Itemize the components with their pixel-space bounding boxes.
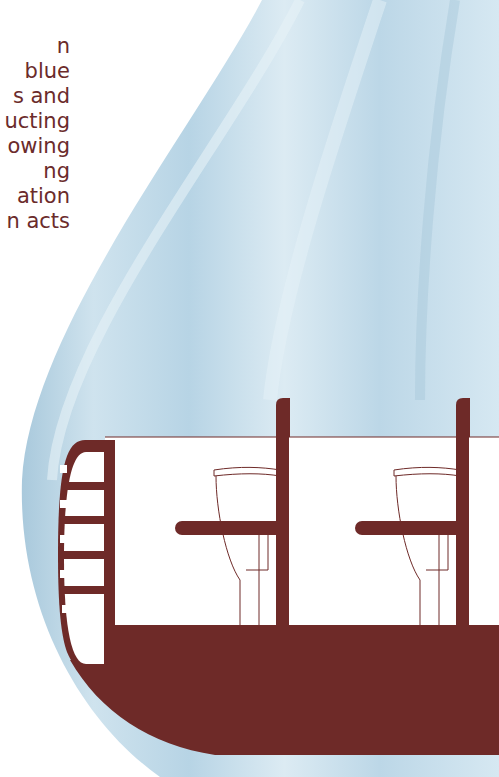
text-fragment: n: [0, 34, 70, 59]
side-wall: [58, 440, 115, 668]
sheen: [52, 0, 300, 480]
seat: [355, 398, 469, 625]
window-slots: [60, 465, 69, 613]
wall-ribs: [62, 482, 106, 594]
seat: [175, 398, 289, 625]
text-fragment: s and: [0, 84, 70, 109]
blue-envelope: [22, 0, 499, 777]
text-fragment: n acts: [0, 209, 70, 234]
sheen: [420, 0, 455, 400]
text-fragment: ucting: [0, 109, 70, 134]
cabin: [105, 437, 499, 627]
text-fragment: blue: [0, 59, 70, 84]
hull-floor: [70, 625, 499, 755]
sheen: [270, 0, 380, 400]
text-fragment: ation: [0, 184, 70, 209]
text-fragment: ng: [0, 159, 70, 184]
cabin-ceiling: [105, 437, 499, 438]
caption-fragment: nblues anductingowingngationn acts: [0, 34, 70, 234]
text-fragment: owing: [0, 134, 70, 159]
